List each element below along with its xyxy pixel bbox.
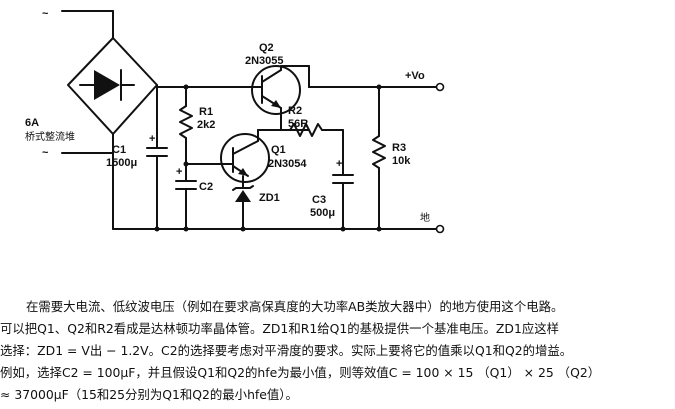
r1-ref-label: R1 (199, 106, 213, 118)
circuit-schematic: ~ ~ 6A 桥式整流堆 +Vo 地 + C1 1500μ (25, 8, 445, 234)
q1-part-label: 2N3054 (268, 158, 307, 170)
q1-transistor (220, 129, 310, 183)
description-line-1: 在需要大电流、低纹波电压（例如在要求高保真度的大功率AB类放大器中）的地方使用这… (26, 299, 564, 314)
c1-plus-sign: + (149, 133, 155, 145)
r1-resistor (179, 86, 193, 165)
r2-resistor (280, 123, 344, 137)
r3-resistor (372, 86, 386, 230)
bridge-name-label: 桥式整流堆 (25, 130, 75, 143)
description-line-5: ≈ 37000μF（15和25分别为Q1和Q2的最小hfe值）。 (0, 387, 298, 402)
q2-part-label: 2N3055 (245, 55, 284, 67)
description-line-4: 例如，选择C2 = 100μF，并且假设Q1和Q2的hfe为最小值，则等效值C … (0, 365, 601, 380)
bridge-rectifier (61, 10, 158, 154)
circuit-description: 在需要大电流、低纹波电压（例如在要求高保真度的大功率AB类放大器中）的地方使用这… (0, 296, 672, 406)
c1-capacitor (146, 86, 168, 230)
r2-value-label: 56R (288, 118, 308, 130)
bridge-diode-symbol (94, 70, 120, 100)
zd1-zener-diode (232, 175, 254, 230)
output-positive-terminal (435, 82, 445, 92)
c3-plus-sign: + (336, 158, 342, 170)
c2-plus-sign: + (176, 166, 182, 178)
c2-capacitor (175, 163, 197, 230)
ac-input-top-label: ~ (42, 8, 49, 20)
c1-ref-label: C1 (112, 144, 126, 156)
c3-value-label: 500μ (310, 207, 335, 219)
output-ground-terminal (435, 224, 445, 234)
bridge-current-label: 6A (25, 117, 39, 129)
r1-value-label: 2k2 (197, 119, 215, 131)
output-positive-label: +Vo (405, 70, 425, 82)
c2-ref-label: C2 (199, 181, 213, 193)
r3-ref-label: R3 (392, 142, 406, 154)
zd1-ref-label: ZD1 (259, 192, 280, 204)
ac-input-bottom-label: ~ (42, 147, 49, 159)
q2-ref-label: Q2 (259, 42, 274, 54)
c1-value-label: 1500μ (106, 157, 137, 169)
c3-ref-label: C3 (312, 194, 326, 206)
r3-value-label: 10k (392, 155, 411, 167)
description-line-3: 选择：ZD1 = V出 − 1.2V。C2的选择要考虑对平滑度的要求。实际上要将… (0, 343, 573, 358)
description-line-2: 可以把Q1、Q2和R2看成是达林顿功率晶体管。ZD1和R1给Q1的基极提供一个基… (0, 321, 559, 336)
c3-capacitor (332, 129, 354, 230)
r2-ref-label: R2 (288, 105, 302, 117)
q1-ref-label: Q1 (271, 144, 286, 156)
output-ground-label: 地 (420, 211, 430, 224)
